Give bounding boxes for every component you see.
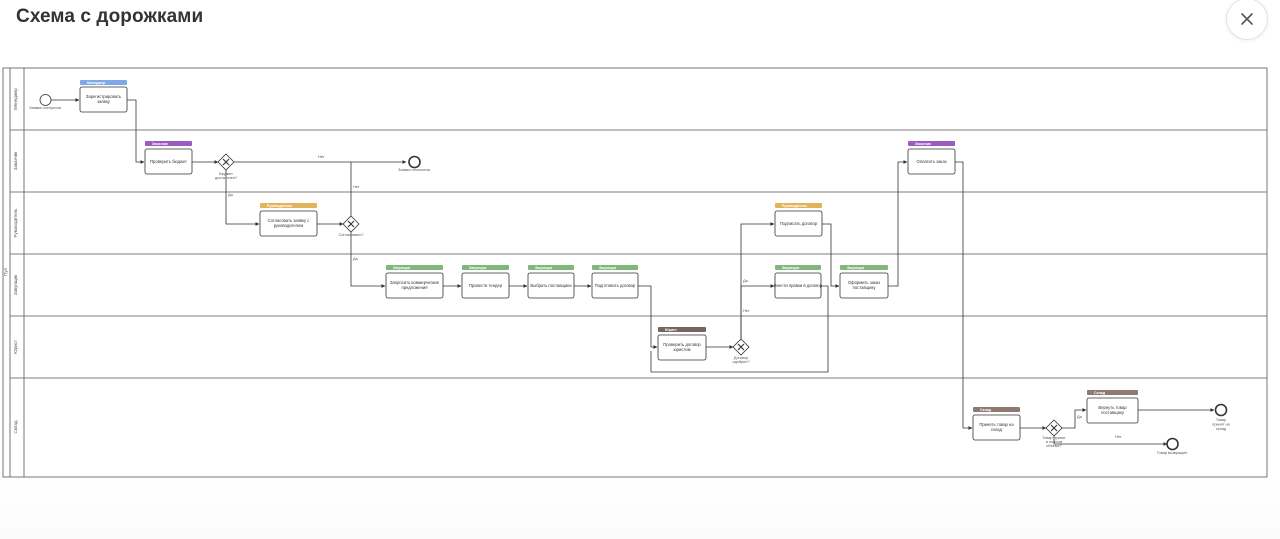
- lane-label: Заказчик: [13, 152, 18, 171]
- end-event[interactable]: Товар принят на склад: [1212, 403, 1231, 432]
- close-icon: [1241, 13, 1253, 25]
- role-badge: Заказчик: [915, 142, 931, 146]
- sequence-flows: [51, 98, 1215, 446]
- exclusive-gateway[interactable]: Бюджет достаточен?: [215, 153, 237, 180]
- task-approve-with-director[interactable]: Руководитель Согласовать заявку с руково…: [259, 203, 318, 237]
- task-request-offers[interactable]: Закупщик Запросить коммерческие предложе…: [385, 265, 444, 299]
- role-badge: Склад: [980, 408, 992, 412]
- flow-label-yes: Да: [743, 279, 749, 283]
- flow-label-yes: Да: [228, 193, 234, 197]
- task-label: Оформить заказ: [848, 280, 880, 285]
- gateway-label: Договор: [734, 356, 748, 360]
- task-label: Внести правки в договор: [774, 283, 823, 288]
- gateway-label: Товар принят: [1042, 436, 1066, 440]
- task-label: Запросить коммерческие: [390, 280, 440, 285]
- event-label: Товар: [1216, 418, 1226, 422]
- task-label: Провести тендер: [469, 283, 503, 288]
- role-badge: Заказчик: [152, 142, 168, 146]
- task-lawyer-review[interactable]: Юрист Проверить договор юристом: [657, 327, 707, 361]
- event-label: Заявка поступила: [29, 106, 62, 110]
- task-label: Проверить бюджет: [150, 159, 187, 164]
- task-prepare-contract[interactable]: Закупщик Подготовить договор: [591, 265, 639, 299]
- task-register-request[interactable]: Менеджер Зарегистрировать заявку: [79, 80, 128, 113]
- tasks: Менеджер Зарегистрировать заявку Заказчи…: [79, 80, 1139, 441]
- role-badge: Закупщик: [599, 266, 616, 270]
- task-receive-goods[interactable]: Склад Принять товар на склад: [972, 407, 1021, 441]
- exclusive-gateway[interactable]: Договор одобрен?: [732, 338, 750, 364]
- end-event[interactable]: Заявка отклонена: [398, 155, 431, 173]
- task-label: Вернуть товар: [1098, 405, 1127, 410]
- task-label: поставщику: [853, 285, 877, 290]
- close-button[interactable]: [1226, 0, 1268, 40]
- task-label: склад: [991, 427, 1003, 432]
- lane-label: Склад: [13, 420, 18, 433]
- flow-label-no: Нет: [1115, 435, 1122, 439]
- task-hold-tender[interactable]: Закупщик Провести тендер: [461, 265, 510, 299]
- flow-label-yes: Да: [353, 257, 359, 261]
- pool: [2, 67, 1268, 478]
- task-label: Выбрать поставщика: [530, 283, 572, 288]
- gateway-label: Бюджет: [219, 172, 233, 176]
- flow-label-no: Нет: [353, 185, 360, 189]
- role-badge: Закупщик: [847, 266, 864, 270]
- task-label: предложения: [401, 285, 427, 290]
- end-event[interactable]: Товар возвращен: [1157, 437, 1188, 456]
- gateway-label: Согласовано?: [339, 233, 364, 237]
- gateway-label: объеме?: [1046, 444, 1061, 448]
- task-label: Зарегистрировать: [86, 94, 122, 99]
- task-label: руководителем: [274, 223, 304, 228]
- task-label: Принять товар на: [979, 422, 1014, 427]
- task-choose-supplier[interactable]: Закупщик Выбрать поставщика: [527, 265, 575, 299]
- task-return-goods[interactable]: Склад Вернуть товар поставщику: [1086, 390, 1139, 424]
- gateways: Бюджет достаточен? Согласовано? Договор …: [215, 153, 1066, 448]
- flow-label-no: Нет: [743, 309, 750, 313]
- task-label: Согласовать заявку с: [268, 218, 310, 223]
- gateway-label: в полном: [1046, 440, 1063, 444]
- flow-label-yes: Да: [1077, 415, 1083, 419]
- role-badge: Склад: [1094, 391, 1106, 395]
- flow-label-no: Нет: [318, 155, 325, 159]
- gateway-label: одобрен?: [733, 360, 750, 364]
- lanes: Менеджер Заказчик Руководитель Закупщик …: [10, 68, 1267, 477]
- lane-label: Закупщик: [13, 275, 18, 295]
- event-label: склад: [1216, 427, 1227, 431]
- task-place-order[interactable]: Закупщик Оформить заказ поставщику: [839, 265, 889, 299]
- gateway-label: достаточен?: [215, 176, 237, 180]
- page-title: Схема с дорожками: [16, 6, 204, 27]
- exclusive-gateway[interactable]: Товар принят в полном объеме?: [1042, 419, 1066, 448]
- lane-label: Руководитель: [13, 208, 18, 238]
- task-label: Оплатить заказ: [916, 159, 946, 164]
- task-label: заявку: [97, 99, 111, 104]
- events: Заявка поступила Заявка отклонена Товар …: [29, 94, 1231, 456]
- task-check-budget[interactable]: Заказчик Проверить бюджет: [144, 141, 193, 175]
- lane-label: Менеджер: [13, 88, 18, 110]
- task-pay-order[interactable]: Заказчик Оплатить заказ: [907, 141, 956, 175]
- role-badge: Закупщик: [535, 266, 552, 270]
- task-sign-contract[interactable]: Руководитель Подписать договор: [774, 203, 823, 237]
- bottom-area: [0, 480, 1280, 539]
- task-label: поставщику: [1101, 410, 1125, 415]
- role-badge: Юрист: [665, 328, 677, 332]
- exclusive-gateway[interactable]: Согласовано?: [339, 215, 364, 237]
- task-label: Проверить договор: [663, 342, 701, 347]
- role-badge: Закупщик: [469, 266, 486, 270]
- task-label: юристом: [674, 347, 691, 352]
- role-badge: Руководитель: [782, 204, 808, 208]
- task-edit-contract[interactable]: Закупщик Внести правки в договор: [774, 265, 823, 299]
- event-label: Товар возвращен: [1157, 451, 1188, 455]
- lane-label: Юрист: [13, 340, 18, 354]
- role-badge: Закупщик: [782, 266, 799, 270]
- task-label: Подготовить договор: [595, 283, 636, 288]
- role-badge: Менеджер: [87, 81, 106, 85]
- flow-labels: Нет Да Нет Да Да Нет Да Нет: [228, 155, 1122, 439]
- event-label: принят на: [1212, 423, 1230, 427]
- pool-label: Пул: [3, 268, 8, 276]
- role-badge: Руководитель: [267, 204, 293, 208]
- task-label: Подписать договор: [780, 221, 818, 226]
- event-label: Заявка отклонена: [398, 168, 431, 172]
- role-badge: Закупщик: [393, 266, 410, 270]
- start-event[interactable]: Заявка поступила: [29, 94, 62, 111]
